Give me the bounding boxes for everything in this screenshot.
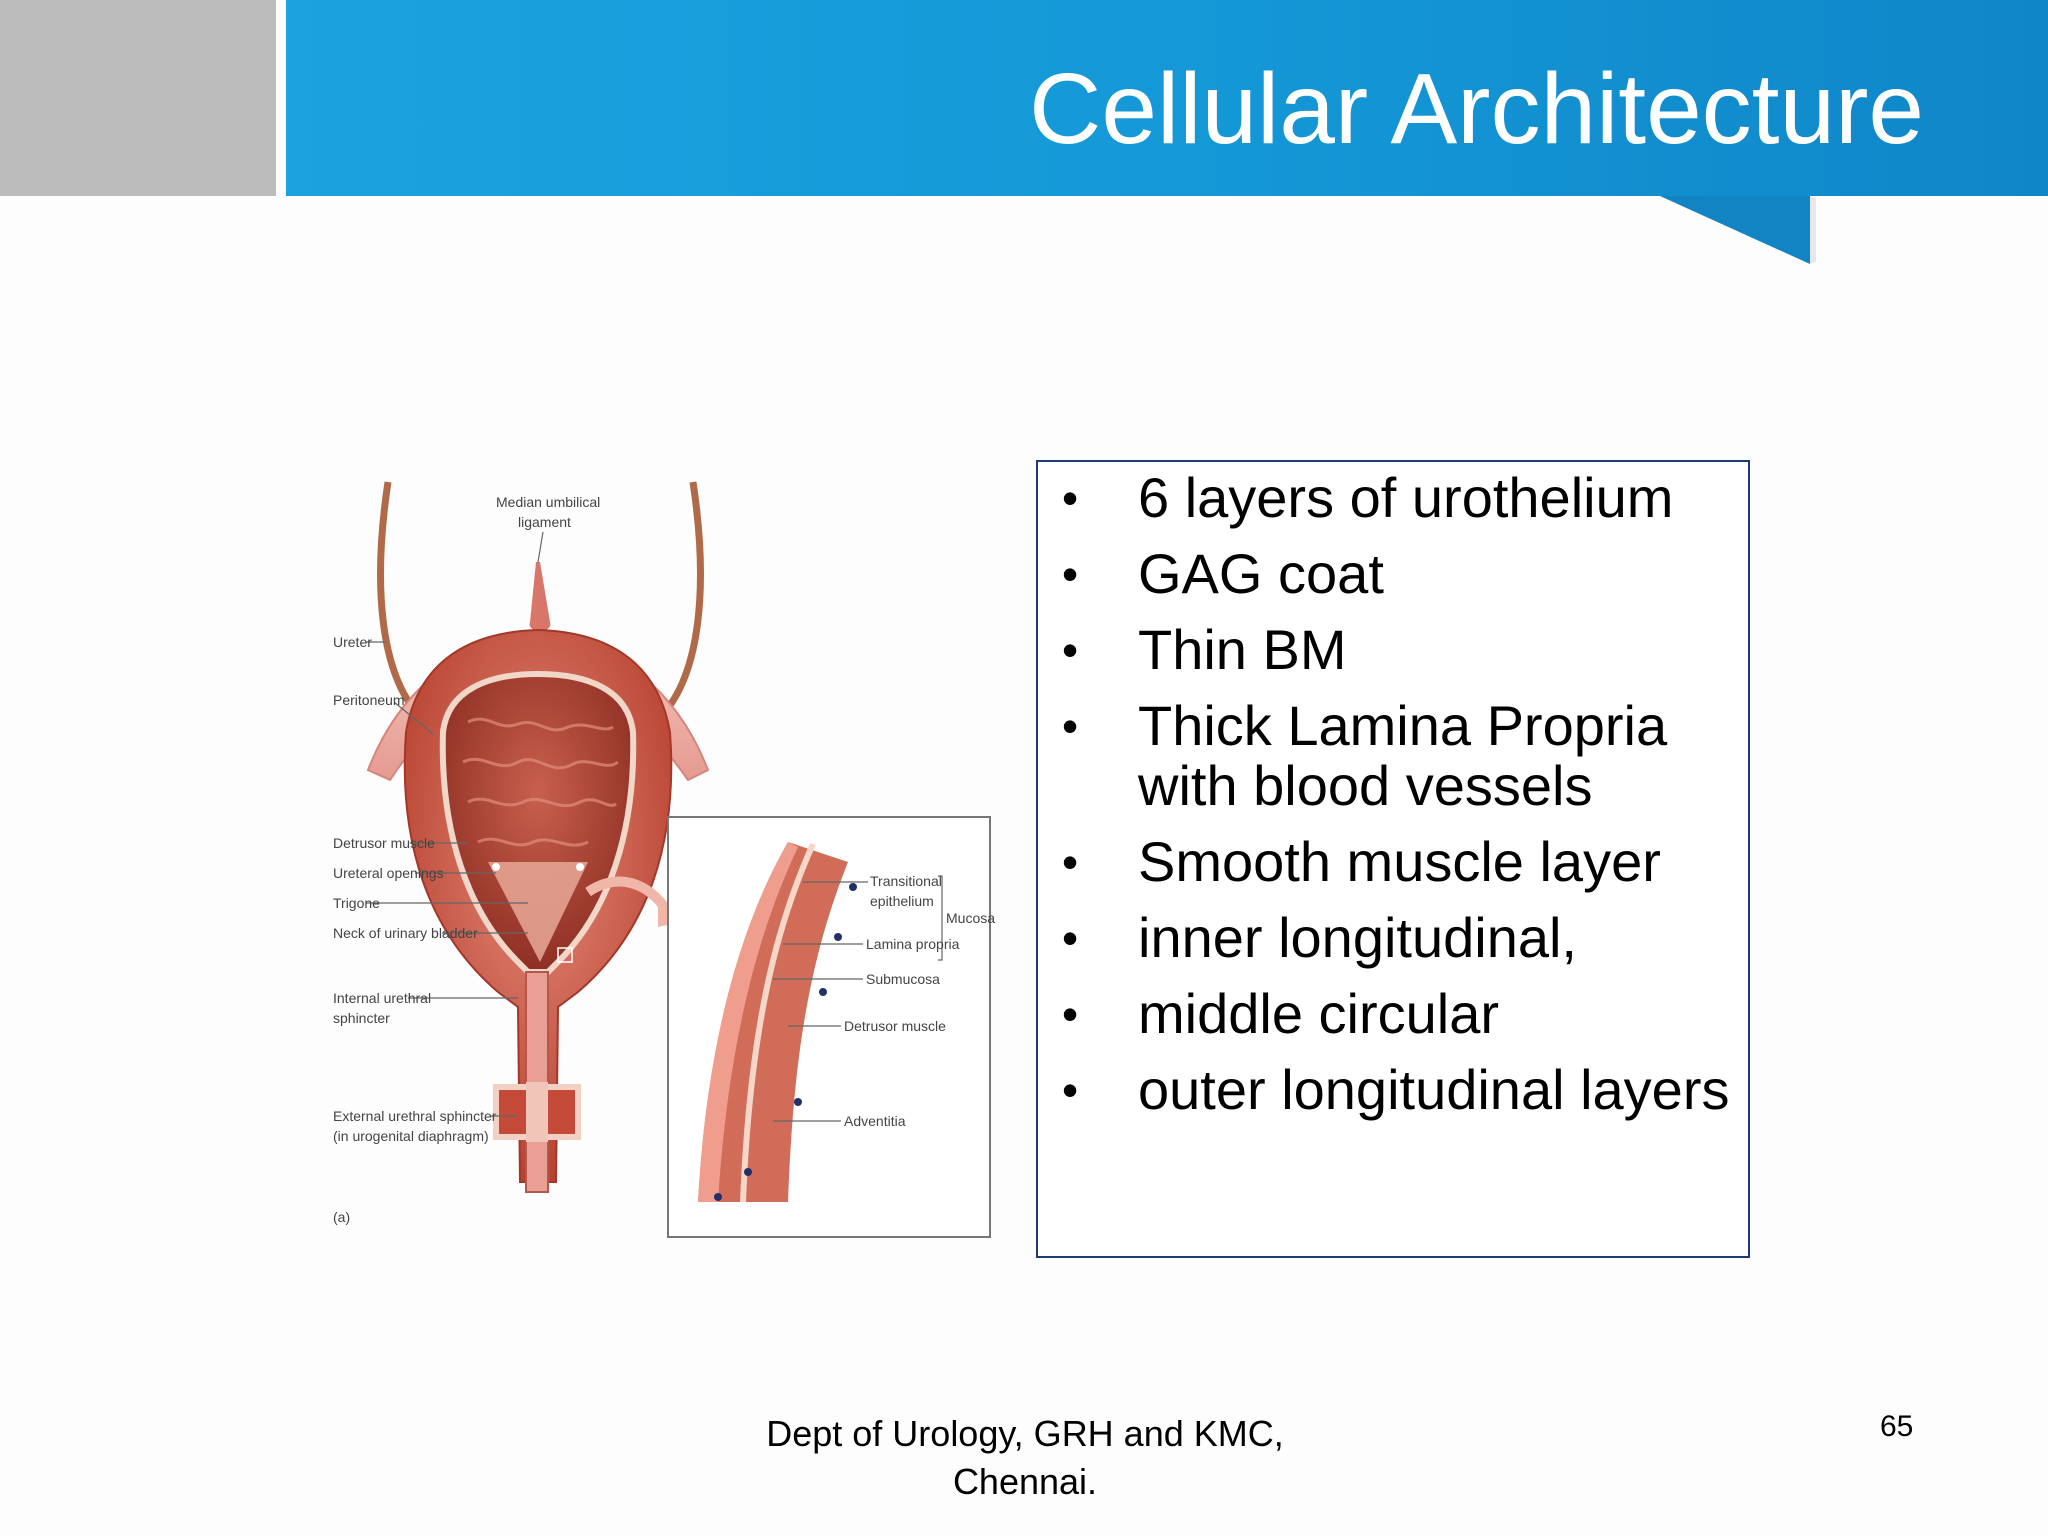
label-transitional-2: epithelium: [870, 893, 934, 909]
label-peritoneum: Peritoneum: [333, 692, 405, 708]
bullet-item: • Thin BM: [1038, 620, 1748, 680]
slide-footer: Dept of Urology, GRH and KMC, Chennai.: [700, 1410, 1350, 1506]
label-median-umbilical-2: ligament: [518, 514, 571, 530]
bullet-dot-icon: •: [1062, 624, 1079, 676]
trigone: [488, 862, 588, 962]
inset-wall-section: [698, 842, 848, 1202]
label-internal-sphincter-2: sphincter: [333, 1010, 390, 1026]
bullet-list: • 6 layers of urothelium • GAG coat • Thin …: [1038, 468, 1748, 1136]
label-external-sphincter-1: External urethral sphincter: [333, 1108, 497, 1124]
bullet-item: • Thick Lamina Propria with blood vessels: [1038, 696, 1748, 816]
bullet-dot-icon: •: [1062, 700, 1079, 752]
bullet-box: • 6 layers of urothelium • GAG coat • Thin …: [1036, 460, 1750, 1258]
bladder-lumen: [439, 670, 637, 975]
label-detrusor-muscle: Detrusor muscle: [333, 835, 435, 851]
label-ureteral-openings: Ureteral openings: [333, 865, 444, 881]
bullet-text: Thin BM: [1138, 618, 1347, 681]
label-transitional-1: Transitional: [870, 873, 942, 889]
label-internal-sphincter-1: Internal urethral: [333, 990, 431, 1006]
right-ureter: [650, 481, 704, 727]
bullet-dot-icon: •: [1062, 472, 1079, 524]
bladder-anatomy-figure: Median umbilical ligament Ureter Periton…: [333, 481, 995, 1238]
banner-tab: [1660, 196, 1816, 264]
footer-line-1: Dept of Urology, GRH and KMC,: [766, 1413, 1284, 1454]
slide-title: Cellular Architecture: [1029, 53, 1924, 165]
bullet-text: inner longitudinal,: [1138, 906, 1577, 969]
inset-arrow: [585, 876, 673, 915]
footer-line-2: Chennai.: [952, 1461, 1098, 1502]
label-neck: Neck of urinary bladder: [333, 925, 478, 941]
label-lamina-propria: Lamina propria: [866, 936, 960, 952]
bullet-text: Thick Lamina Propria with blood vessels: [1138, 694, 1668, 817]
label-mucosa: Mucosa: [946, 910, 995, 926]
label-adventitia: Adventitia: [844, 1113, 906, 1129]
label-median-umbilical-1: Median umbilical: [496, 494, 600, 510]
label-external-sphincter-2: (in urogenital diaphragm): [333, 1128, 489, 1144]
bullet-text: outer longitudinal layers: [1138, 1058, 1730, 1121]
label-submucosa: Submucosa: [866, 971, 940, 987]
bullet-dot-icon: •: [1062, 1064, 1079, 1116]
bullet-text: middle circular: [1138, 982, 1499, 1045]
label-trigone: Trigone: [333, 895, 380, 911]
page-number: 65: [1880, 1410, 1914, 1443]
label-panel-a: (a): [333, 1209, 350, 1225]
bullet-dot-icon: •: [1062, 912, 1079, 964]
label-detrusor-inset: Detrusor muscle: [844, 1018, 946, 1034]
bullet-dot-icon: •: [1062, 988, 1079, 1040]
bullet-item: • Smooth muscle layer: [1038, 832, 1748, 892]
rugae: [462, 717, 619, 847]
corner-gray-block: [0, 0, 276, 196]
bullet-text: 6 layers of urothelium: [1138, 466, 1674, 529]
bullet-dot-icon: •: [1062, 548, 1079, 600]
bullet-item: • outer longitudinal layers: [1038, 1060, 1748, 1120]
bullet-item: • GAG coat: [1038, 544, 1748, 604]
bullet-dot-icon: •: [1062, 836, 1079, 888]
label-ureter: Ureter: [333, 634, 372, 650]
bullet-text: GAG coat: [1138, 542, 1384, 605]
title-banner: [286, 0, 2048, 196]
bullet-item: • inner longitudinal,: [1038, 908, 1748, 968]
bullet-text: Smooth muscle layer: [1138, 830, 1661, 893]
bullet-item: • middle circular: [1038, 984, 1748, 1044]
bullet-item: • 6 layers of urothelium: [1038, 468, 1748, 528]
median-umbilical-ligament: [529, 562, 551, 631]
